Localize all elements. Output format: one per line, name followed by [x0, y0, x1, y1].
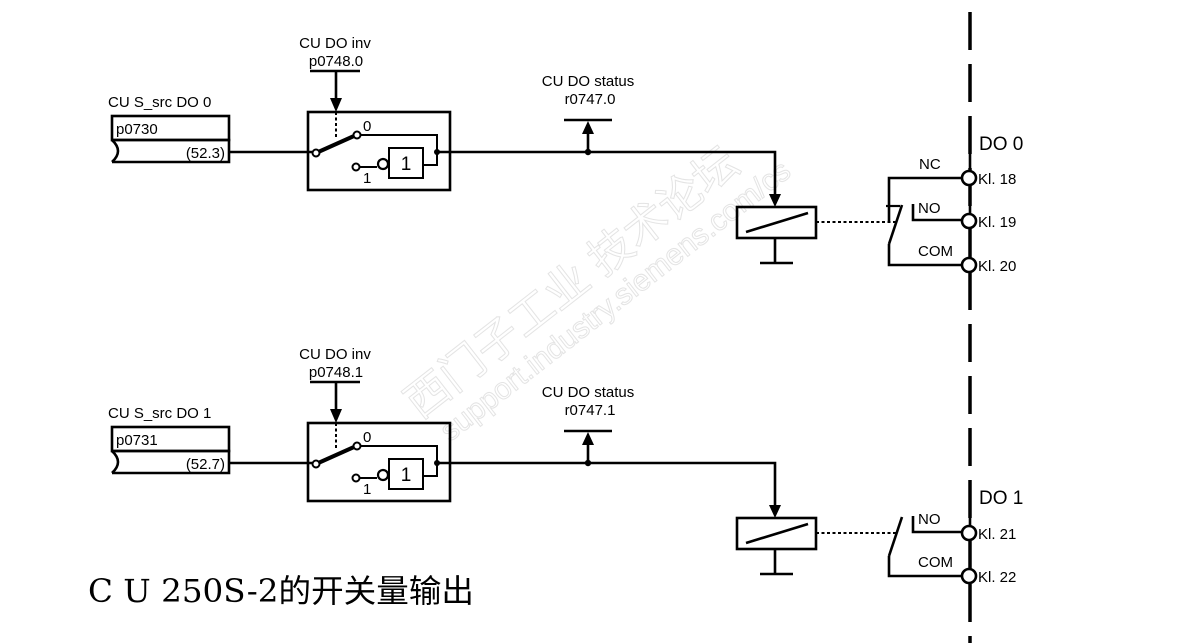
contact-nc-label: NC — [919, 156, 941, 173]
switch-pivot — [311, 148, 321, 158]
do-name: DO 1 — [979, 488, 1023, 509]
no-wire — [911, 204, 963, 222]
contact-com-label: COM — [918, 554, 953, 571]
output-wire — [437, 461, 777, 509]
inv-param[interactable]: p0748.1 — [309, 364, 363, 381]
com-wire — [887, 556, 963, 578]
relay-coil-diagonal — [745, 522, 809, 545]
source-label: CU S_src DO 1 — [108, 405, 211, 422]
nc-wire — [887, 176, 963, 222]
switch-contact-1 — [351, 162, 361, 172]
path-0 — [360, 445, 438, 463]
status-label: CU DO status — [542, 384, 635, 401]
terminal-icon[interactable] — [960, 256, 978, 274]
contact-no-label: NO — [918, 200, 941, 217]
contact-blade — [887, 204, 904, 245]
terminal-label: Kl. 18 — [978, 171, 1016, 188]
terminal-icon[interactable] — [960, 212, 978, 230]
not-gate-label: 1 — [401, 465, 412, 486]
switch-pos1-label: 1 — [363, 170, 371, 187]
switch-contact-0 — [352, 441, 362, 451]
contact-blade — [887, 516, 904, 557]
com-wire — [887, 244, 963, 267]
channel-do1: CU S_src DO 1 p0731 (52.7) CU DO inv p07… — [108, 346, 1023, 603]
terminal-icon[interactable] — [960, 169, 978, 187]
source-label: CU S_src DO 0 — [108, 94, 211, 111]
switch-pivot — [311, 459, 321, 469]
switch-pos1-label: 1 — [363, 481, 371, 498]
source-param: p0730 — [116, 121, 158, 138]
not-gate-output — [423, 152, 438, 166]
inversion-switch-box — [306, 421, 452, 503]
junction-dot — [584, 148, 592, 156]
arrow-down-icon — [330, 409, 342, 423]
switch-pos0-label: 0 — [363, 429, 371, 446]
not-gate-output — [423, 463, 438, 477]
source-value: (52.7) — [186, 456, 225, 473]
source-param-block[interactable]: p0731 (52.7) — [110, 425, 231, 475]
not-gate-label: 1 — [401, 154, 412, 175]
status-param[interactable]: r0747.0 — [565, 91, 616, 108]
path-0 — [360, 134, 438, 152]
channel-do0: CU S_src DO 0 p0730 (52.3) CU DO inv p07… — [108, 35, 1023, 292]
switch-contact-1 — [351, 473, 361, 483]
arrow-down-icon — [769, 194, 781, 207]
switch-pos0-label: 0 — [363, 118, 371, 135]
output-wire — [437, 150, 777, 198]
terminal-label: Kl. 19 — [978, 214, 1016, 231]
terminal-label: Kl. 22 — [978, 569, 1016, 586]
junction-dot — [584, 459, 592, 467]
relay-coil-diagonal — [745, 211, 809, 234]
source-value: (52.3) — [186, 145, 225, 162]
source-param: p0731 — [116, 432, 158, 449]
terminal-icon[interactable] — [960, 567, 978, 585]
terminal-icon[interactable] — [960, 524, 978, 542]
diagram-caption: C U 250S-2的开关量输出 — [88, 572, 474, 610]
terminal-label: Kl. 20 — [978, 258, 1016, 275]
inv-param[interactable]: p0748.0 — [309, 53, 363, 70]
switch-lever — [315, 445, 355, 466]
arrow-down-icon — [330, 98, 342, 112]
inv-label: CU DO inv — [299, 346, 371, 363]
contact-com-label: COM — [918, 243, 953, 260]
switch-contact-0 — [352, 130, 362, 140]
arrow-up-icon — [582, 432, 594, 445]
inversion-switch-box — [306, 110, 452, 192]
no-wire — [911, 516, 963, 534]
not-gate — [388, 147, 424, 179]
terminal-label: Kl. 21 — [978, 526, 1016, 543]
arrow-up-icon — [582, 121, 594, 134]
status-param[interactable]: r0747.1 — [565, 402, 616, 419]
source-param-block[interactable]: p0730 (52.3) — [110, 114, 231, 164]
not-bubble-icon — [376, 468, 390, 482]
contact-no-label: NO — [918, 511, 941, 528]
inv-label: CU DO inv — [299, 35, 371, 52]
not-gate — [388, 458, 424, 490]
not-bubble-icon — [376, 157, 390, 171]
arrow-down-icon — [769, 505, 781, 518]
switch-lever — [315, 134, 355, 155]
status-label: CU DO status — [542, 73, 635, 90]
do-name: DO 0 — [979, 134, 1023, 155]
